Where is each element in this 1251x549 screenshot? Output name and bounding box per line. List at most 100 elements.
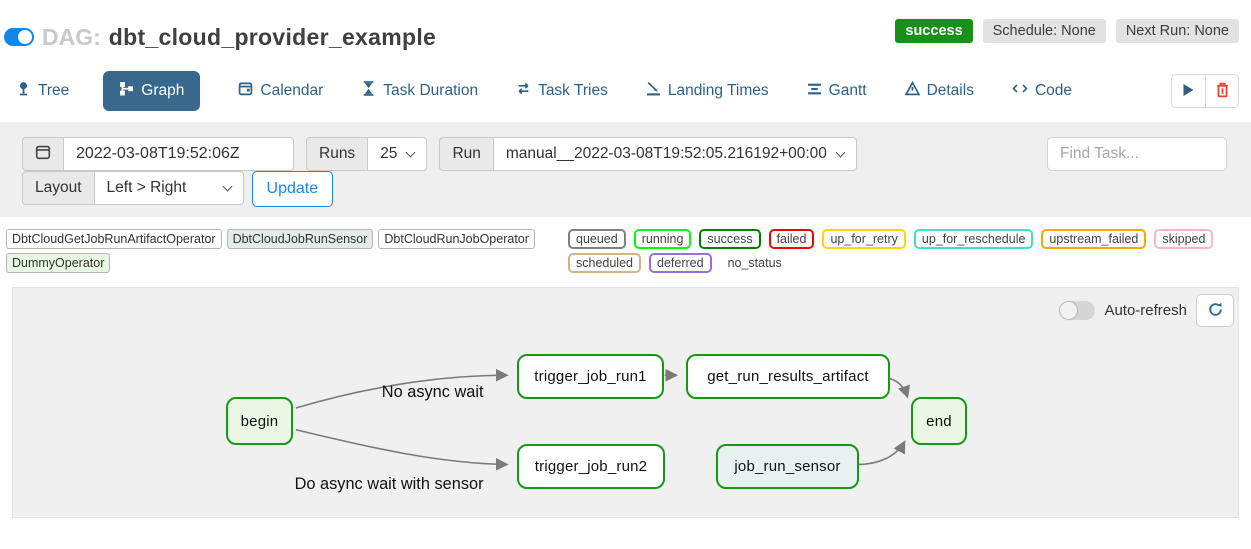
operator-badge: DbtCloudRunJobOperator <box>378 229 535 249</box>
filter-bar: Runs 25 Run manual__2022-03-08T19:52:05.… <box>0 122 1251 217</box>
operator-badge: DbtCloudGetJobRunArtifactOperator <box>6 229 222 249</box>
task-node-end[interactable]: end <box>911 397 967 445</box>
graph-icon <box>119 81 134 101</box>
operator-badge: DummyOperator <box>6 253 111 273</box>
trash-icon <box>1215 82 1230 101</box>
task-node-trigger-job-run1[interactable]: trigger_job_run1 <box>517 354 664 399</box>
tab-label: Graph <box>141 82 185 99</box>
status-badge[interactable]: success <box>895 19 973 43</box>
dag-action-buttons <box>1171 74 1239 108</box>
dag-title: dbt_cloud_provider_example <box>108 23 437 50</box>
tab-task-tries[interactable]: Task Tries <box>512 72 612 110</box>
tab-label: Task Duration <box>383 82 479 99</box>
view-tabbar: Tree Graph Calendar Task Duration Task T… <box>0 58 1251 122</box>
tab-label: Gantt <box>828 82 867 99</box>
edge-artifact-end <box>887 377 911 399</box>
task-node-begin[interactable]: begin <box>226 397 293 445</box>
code-icon <box>1012 81 1028 101</box>
layout-select[interactable]: Left > Right <box>93 171 244 205</box>
tab-label: Code <box>1034 82 1073 99</box>
tab-code[interactable]: Code <box>1008 72 1076 110</box>
status-legend-item[interactable]: up_for_retry <box>822 229 906 249</box>
operator-badge: DbtCloudJobRunSensor <box>226 229 374 249</box>
tab-gantt[interactable]: Gantt <box>803 72 871 110</box>
execution-date-input[interactable] <box>76 145 281 163</box>
tab-label: Tree <box>38 82 70 99</box>
legend-bar: DbtCloudGetJobRunArtifactOperator DbtClo… <box>0 217 1251 283</box>
tab-graph[interactable]: Graph <box>103 71 201 111</box>
run-group: Run manual__2022-03-08T19:52:05.216192+0… <box>439 137 857 171</box>
runs-value: 25 <box>380 145 398 162</box>
schedule-badge: Schedule: None <box>982 19 1106 43</box>
run-select[interactable]: manual__2022-03-08T19:52:05.216192+00:00 <box>492 137 857 171</box>
runs-group: Runs 25 <box>306 137 428 171</box>
status-legend-item[interactable]: skipped <box>1154 229 1214 249</box>
status-legend-item[interactable]: running <box>633 229 692 249</box>
update-button[interactable]: Update <box>251 171 334 207</box>
edge-begin-trigger2 <box>295 428 509 471</box>
auto-refresh-label: Auto-refresh <box>1104 302 1187 319</box>
dag-graph-canvas[interactable]: Auto-refresh No async wait Do async wait… <box>12 287 1239 518</box>
status-legend-item[interactable]: failed <box>768 229 815 249</box>
play-icon <box>1182 83 1195 100</box>
chevron-down-icon <box>405 147 416 157</box>
layout-group: Layout Left > Right <box>22 171 244 205</box>
tab-tree[interactable]: Tree <box>12 72 73 110</box>
runs-select[interactable]: 25 <box>367 137 428 171</box>
dag-pause-toggle[interactable] <box>4 28 34 46</box>
tree-icon <box>16 81 31 101</box>
edge-label-do-async: Do async wait with sensor <box>295 475 484 493</box>
tab-landing-times[interactable]: Landing Times <box>642 72 773 110</box>
edge-sensor-end <box>857 440 906 466</box>
next-run-badge: Next Run: None <box>1115 19 1239 43</box>
edge-label-no-async: No async wait <box>382 383 484 401</box>
toggle-knob <box>1060 302 1078 319</box>
dag-header: DAG: dbt_cloud_provider_example success … <box>0 0 1251 58</box>
tab-task-duration[interactable]: Task Duration <box>357 72 482 110</box>
dag-edges: No async wait Do async wait with sensor <box>295 368 911 493</box>
run-value: manual__2022-03-08T19:52:05.216192+00:00 <box>505 145 827 162</box>
calendar-button[interactable] <box>22 137 64 171</box>
gantt-icon <box>807 81 822 101</box>
repeat-icon <box>516 81 531 101</box>
task-node-get-run-results-artifact[interactable]: get_run_results_artifact <box>686 354 890 399</box>
date-group <box>22 137 294 171</box>
dag-prefix-label: DAG: <box>42 23 101 50</box>
calendar-icon <box>238 81 253 101</box>
tab-label: Calendar <box>260 82 324 99</box>
trigger-dag-button[interactable] <box>1172 75 1205 107</box>
toggle-knob <box>18 30 32 44</box>
tab-label: Task Tries <box>538 82 608 99</box>
task-node-trigger-job-run2[interactable]: trigger_job_run2 <box>517 444 665 489</box>
auto-refresh-controls: Auto-refresh <box>1059 294 1234 327</box>
warning-triangle-icon <box>904 80 920 101</box>
status-legend-item[interactable]: scheduled <box>568 253 641 273</box>
chevron-down-icon <box>835 147 846 157</box>
status-legend-item[interactable]: no_status <box>719 253 790 273</box>
delete-dag-button[interactable] <box>1205 75 1238 107</box>
tab-label: Details <box>926 82 974 99</box>
hourglass-icon <box>361 81 376 101</box>
status-legend-item[interactable]: upstream_failed <box>1041 229 1147 249</box>
find-task-input[interactable] <box>1047 137 1227 171</box>
refresh-button[interactable] <box>1196 294 1234 327</box>
edge-begin-trigger1 <box>295 368 509 409</box>
refresh-icon <box>1207 301 1224 321</box>
status-legend-item[interactable]: deferred <box>649 253 712 273</box>
plane-landing-icon <box>646 81 661 101</box>
runs-label: Runs <box>306 137 369 171</box>
layout-label: Layout <box>22 171 95 205</box>
status-legend-item[interactable]: queued <box>568 229 626 249</box>
status-legend-item[interactable]: up_for_reschedule <box>913 229 1034 249</box>
tab-label: Landing Times <box>667 82 769 99</box>
auto-refresh-toggle[interactable] <box>1059 301 1096 320</box>
task-node-job-run-sensor[interactable]: job_run_sensor <box>716 444 859 489</box>
chevron-down-icon <box>222 181 232 191</box>
calendar-icon <box>35 144 51 165</box>
layout-value: Left > Right <box>106 179 187 196</box>
tab-calendar[interactable]: Calendar <box>234 72 327 110</box>
status-legend: queued running success failed up_for_ret… <box>568 229 1245 273</box>
status-legend-item[interactable]: success <box>699 229 761 249</box>
execution-date-field[interactable] <box>63 137 294 171</box>
tab-details[interactable]: Details <box>901 72 978 110</box>
